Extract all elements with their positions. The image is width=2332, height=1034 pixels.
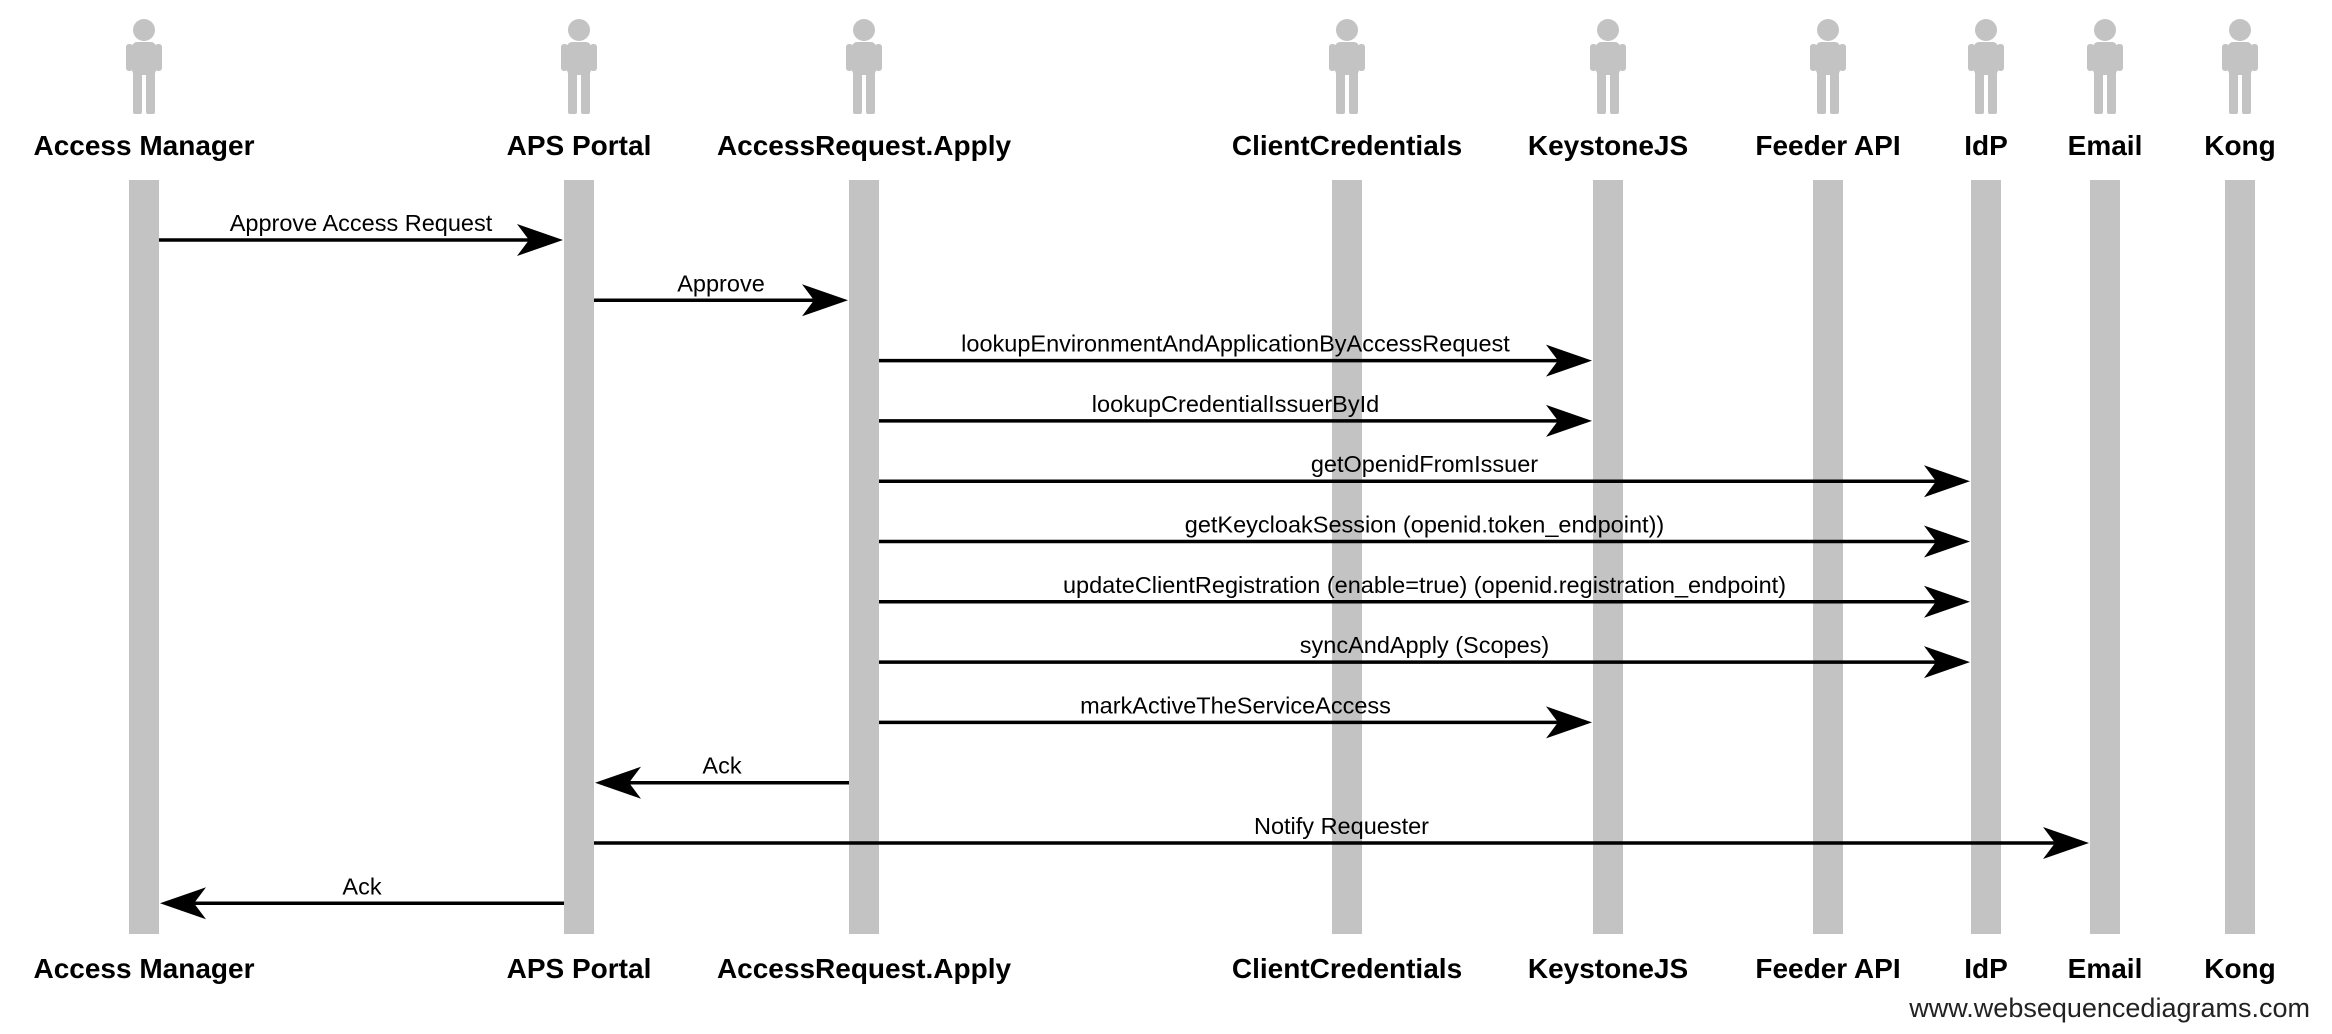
person-icon (1810, 19, 1846, 114)
arrowhead (2043, 827, 2089, 859)
arrowhead (595, 766, 641, 799)
participant-name-bottom: KeystoneJS (1528, 953, 1688, 984)
lifeline-em (2090, 180, 2120, 934)
message-label: Approve Access Request (230, 210, 493, 236)
lifeline-cc (1332, 180, 1362, 934)
lifelines (129, 180, 2255, 934)
lifeline-kg (2225, 180, 2255, 934)
arrowhead (1924, 585, 1970, 618)
message-arrow: updateClientRegistration (enable=true) (… (879, 572, 1970, 618)
message-label: lookupCredentialIssuerById (1092, 391, 1379, 417)
person-icon (1329, 19, 1365, 114)
message-label: Approve (677, 270, 765, 296)
person-icon (126, 19, 162, 114)
participant-name-bottom: Feeder API (1755, 953, 1900, 984)
message-arrow: Approve (594, 270, 848, 317)
message-label: Ack (342, 873, 381, 899)
arrowhead (1924, 465, 1970, 498)
message-label: updateClientRegistration (enable=true) (… (1063, 572, 1786, 598)
message-arrow: Ack (160, 873, 564, 920)
message-arrow: getKeycloakSession (openid.token_endpoin… (879, 512, 1970, 558)
participant-name-bottom: Kong (2204, 953, 2276, 984)
participant-name-top: IdP (1964, 130, 2008, 161)
person-icon (561, 19, 597, 114)
participant-names-top: Access Manager APS Portal AccessRequest.Ap… (33, 130, 2275, 161)
message-label: getOpenidFromIssuer (1311, 451, 1538, 477)
arrowhead (1924, 646, 1970, 679)
arrowhead (1924, 525, 1970, 558)
lifeline-am (129, 180, 159, 934)
arrowhead (160, 887, 206, 920)
person-icon (2222, 19, 2258, 114)
participant-name-top: Email (2068, 130, 2143, 161)
message-arrow: lookupEnvironmentAndApplicationByAccessR… (879, 331, 1592, 377)
participant-name-top: KeystoneJS (1528, 130, 1688, 161)
participant-name-top: Kong (2204, 130, 2276, 161)
participant-name-top: Feeder API (1755, 130, 1900, 161)
watermark: www.websequencediagrams.com (1908, 993, 2310, 1023)
participant-names-bottom: Access Manager APS Portal AccessRequest.Ap… (33, 953, 2275, 984)
message-arrow: Approve Access Request (159, 210, 563, 256)
message-arrow: Ack (595, 753, 849, 799)
person-icon (1968, 19, 2004, 114)
message-label: syncAndApply (Scopes) (1300, 632, 1549, 658)
lifeline-idp (1971, 180, 2001, 934)
participant-icons (126, 19, 2258, 114)
message-label: Ack (702, 753, 741, 779)
participant-name-bottom: AccessRequest.Apply (717, 953, 1012, 984)
lifeline-ks (1593, 180, 1623, 934)
lifeline-fa (1813, 180, 1843, 934)
participant-name-bottom: APS Portal (507, 953, 652, 984)
message-label: markActiveTheServiceAccess (1080, 692, 1391, 718)
participant-name-top: ClientCredentials (1232, 130, 1462, 161)
message-arrow: syncAndApply (Scopes) (879, 632, 1970, 679)
message-arrow: Notify Requester (594, 813, 2089, 859)
lifeline-aps (564, 180, 594, 934)
message-label: Notify Requester (1254, 813, 1429, 839)
message-arrow: getOpenidFromIssuer (879, 451, 1970, 498)
message-label: getKeycloakSession (openid.token_endpoin… (1185, 512, 1664, 538)
arrowhead (1546, 706, 1592, 739)
arrowhead (802, 284, 848, 317)
arrowhead (1546, 344, 1592, 377)
person-icon (1590, 19, 1626, 114)
participant-name-top: Access Manager (33, 130, 254, 161)
participant-name-bottom: Email (2068, 953, 2143, 984)
message-label: lookupEnvironmentAndApplicationByAccessR… (961, 331, 1510, 357)
message-arrow: markActiveTheServiceAccess (879, 692, 1592, 739)
message-arrow: lookupCredentialIssuerById (879, 391, 1592, 437)
participant-name-bottom: IdP (1964, 953, 2008, 984)
participant-name-top: AccessRequest.Apply (717, 130, 1012, 161)
person-icon (2087, 19, 2123, 114)
person-icon (846, 19, 882, 114)
participant-name-bottom: ClientCredentials (1232, 953, 1462, 984)
participant-name-bottom: Access Manager (33, 953, 254, 984)
participant-name-top: APS Portal (507, 130, 652, 161)
arrowhead (517, 224, 563, 256)
arrowhead (1546, 404, 1592, 437)
lifeline-ara (849, 180, 879, 934)
